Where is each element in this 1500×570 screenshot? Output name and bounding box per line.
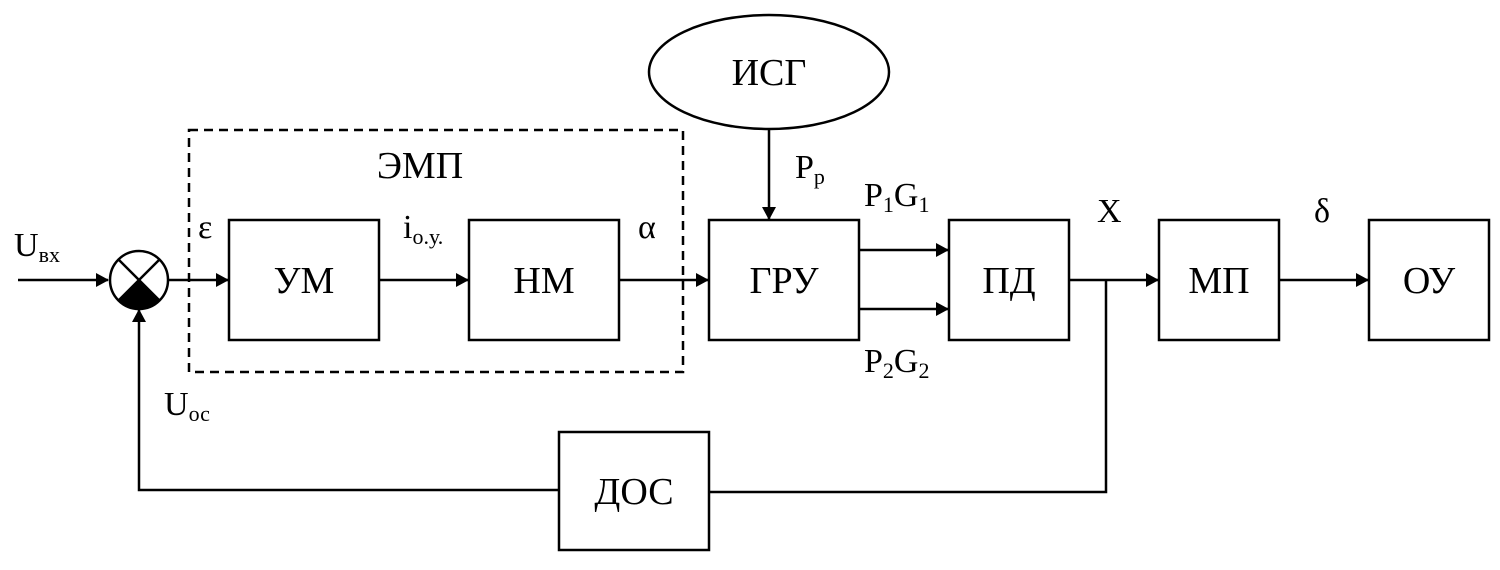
block-mp-label: МП — [1188, 260, 1249, 302]
block-dos — [557, 430, 711, 552]
emp-group-label: ЭМП — [377, 145, 463, 187]
block-gru — [707, 218, 861, 342]
block-nm-label: НМ — [513, 260, 574, 302]
i-oy-label: iо.у. — [403, 209, 443, 249]
block-um — [227, 218, 381, 342]
u-in-label: Uвх — [14, 227, 60, 267]
block-um-label: УМ — [274, 260, 335, 302]
block-ou-label: ОУ — [1403, 260, 1455, 302]
block-dos-label: ДОС — [594, 471, 673, 513]
block-pd-label: ПД — [982, 260, 1035, 302]
x-label: X — [1097, 193, 1122, 230]
block-mp — [1157, 218, 1281, 342]
summing-junction — [108, 249, 170, 311]
u-fb-label: Uос — [164, 386, 210, 426]
block-isg-label: ИСГ — [732, 52, 807, 94]
block-gru-label: ГРУ — [749, 260, 818, 302]
p2g2-label: P2G2 — [864, 343, 929, 383]
block-nm — [467, 218, 621, 342]
p-r-label: Pр — [795, 149, 825, 189]
epsilon-label: ε — [198, 209, 212, 246]
block-pd — [947, 218, 1071, 342]
emp-group-boundary — [187, 128, 685, 374]
feedback-wire-right — [709, 280, 1108, 494]
feedback-wire-left — [132, 309, 559, 492]
p1g1-label: P1G1 — [864, 177, 929, 217]
block-ou — [1367, 218, 1491, 342]
delta-label: δ — [1314, 193, 1330, 230]
alpha-label: α — [638, 209, 656, 246]
